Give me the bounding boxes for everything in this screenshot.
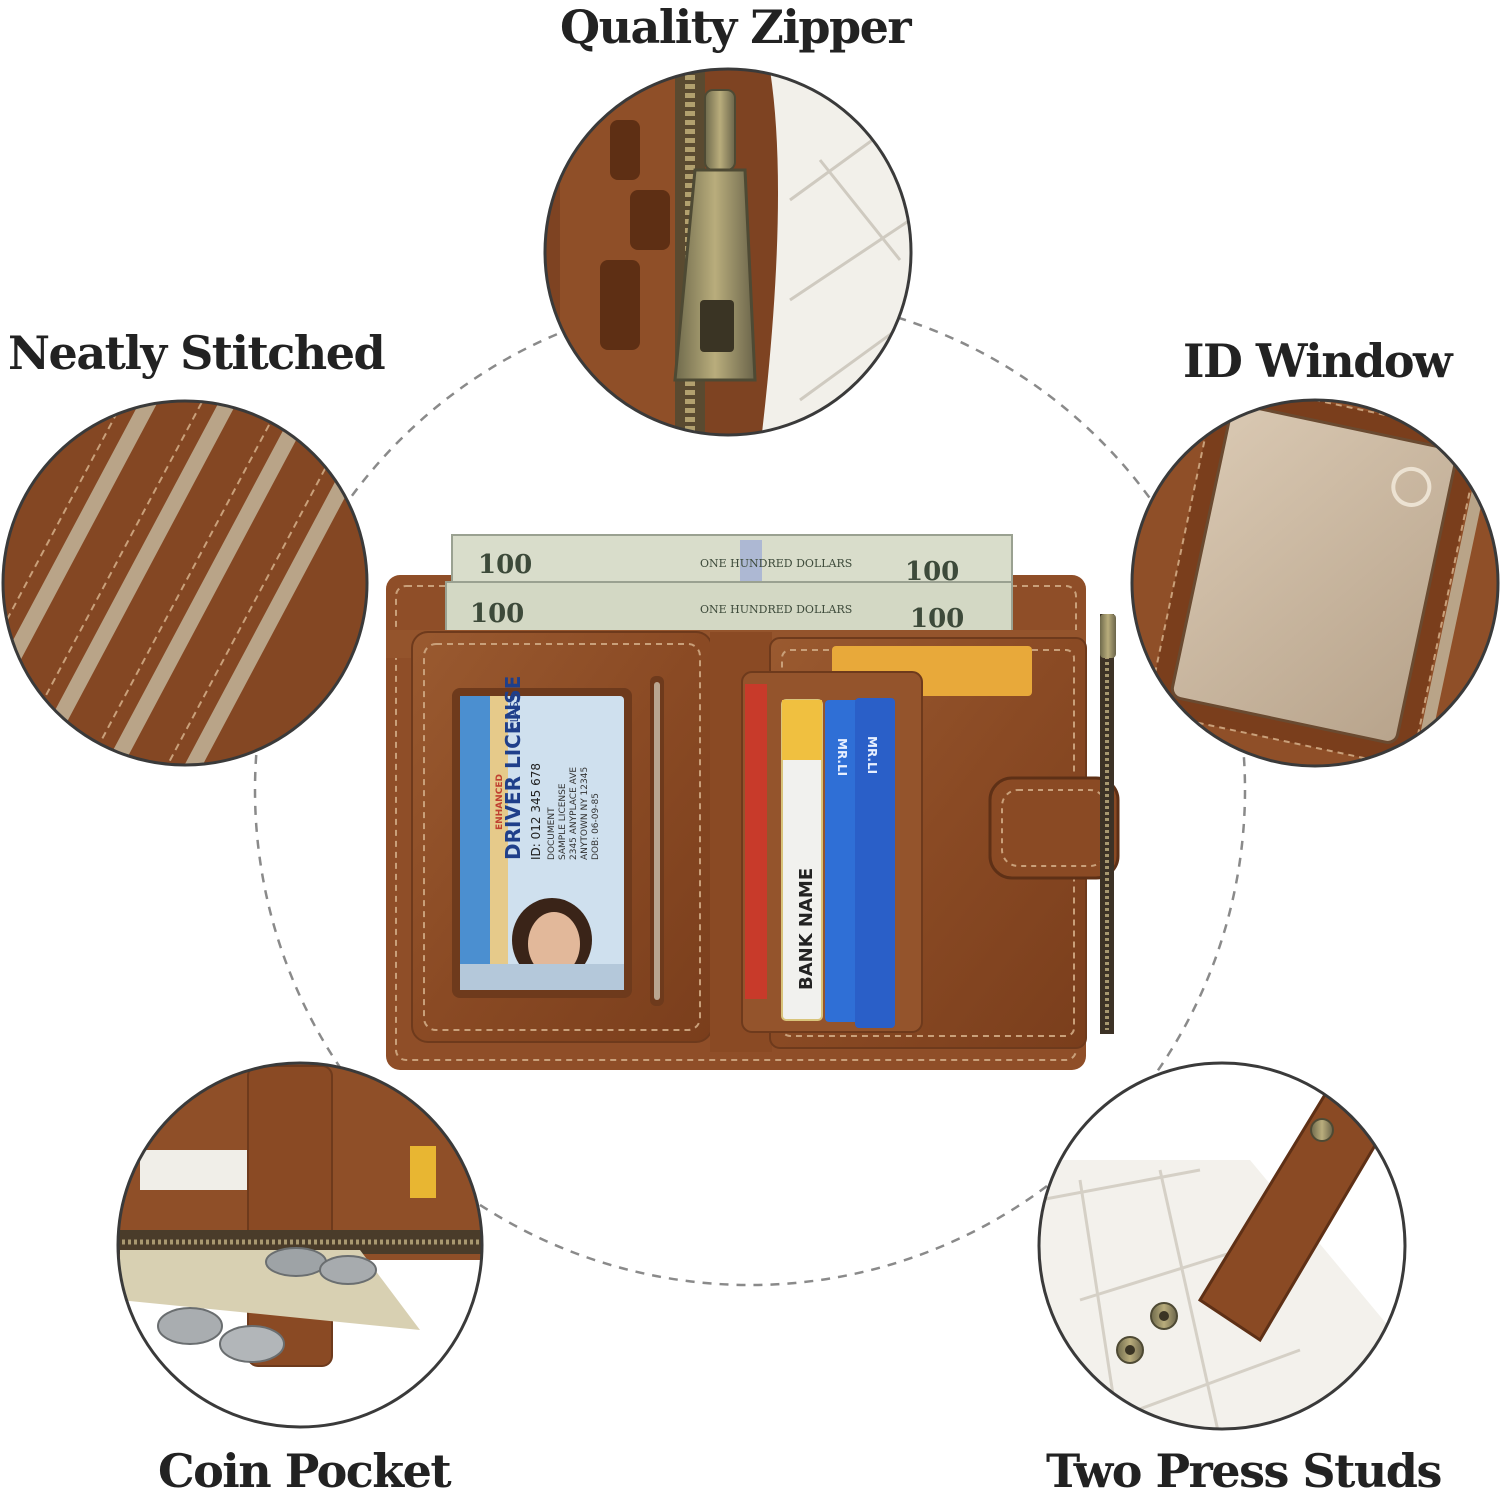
label-neatly-stitched: Neatly Stitched: [8, 326, 386, 380]
wallet-main: 100 100 ONE HUNDRED DOLLARS 100 100 ONE …: [386, 534, 1120, 1070]
wallet-right-panel: BANK NAME MR.LI MR.LI: [741, 614, 1120, 1049]
detail-quality-zipper: [543, 67, 913, 437]
card-name-text: MR.LI: [835, 738, 849, 776]
bill-value-2: 100: [470, 599, 524, 629]
detail-id-window: [1130, 398, 1500, 768]
license-line: DOB: 06-09-85: [591, 793, 601, 860]
label-coin-pocket: Coin Pocket: [158, 1444, 452, 1498]
label-two-press-studs: Two Press Studs: [1046, 1444, 1442, 1498]
label-quality-zipper: Quality Zipper: [560, 0, 912, 54]
red-card: [745, 684, 767, 999]
license-class: CLASS: [508, 694, 521, 730]
bill-text-2: ONE HUNDRED DOLLARS: [700, 603, 852, 616]
detail-press-studs: [1037, 1061, 1407, 1431]
license-line: DOCUMENT: [547, 807, 557, 860]
license-line: ANYTOWN NY 12345: [580, 767, 590, 860]
bank-card: BANK NAME: [781, 699, 823, 1021]
bill-text: ONE HUNDRED DOLLARS: [700, 557, 852, 570]
license-title: DRIVER LICENSE: [501, 676, 525, 860]
detail-coin-pocket: [116, 1061, 484, 1429]
bill-value-2-right: 100: [910, 604, 964, 634]
label-id-window: ID Window: [1183, 334, 1453, 388]
blue-card-2: MR.LI: [855, 698, 895, 1028]
bill-value: 100: [478, 550, 532, 580]
license-line: 2345 ANYPLACE AVE: [569, 767, 579, 860]
license-line: SAMPLE LICENSE: [558, 783, 568, 860]
blue-card-1: MR.LI: [825, 700, 859, 1022]
snap-strap: [988, 776, 1120, 880]
bank-name-text: BANK NAME: [796, 868, 817, 990]
drivers-license-card: DRIVER LICENSE ENHANCED CLASS ID: 012 34…: [460, 676, 624, 990]
license-id: ID: 012 345 678: [529, 763, 543, 860]
license-enhanced: ENHANCED: [495, 774, 505, 830]
detail-neatly-stitched: [1, 399, 369, 767]
card-name-text-2: MR.LI: [865, 736, 879, 774]
side-zipper: [1100, 614, 1116, 1034]
banknote-back: 100 100 ONE HUNDRED DOLLARS: [451, 534, 1013, 616]
wallet-left-panel: DRIVER LICENSE ENHANCED CLASS ID: 012 34…: [411, 631, 713, 1043]
